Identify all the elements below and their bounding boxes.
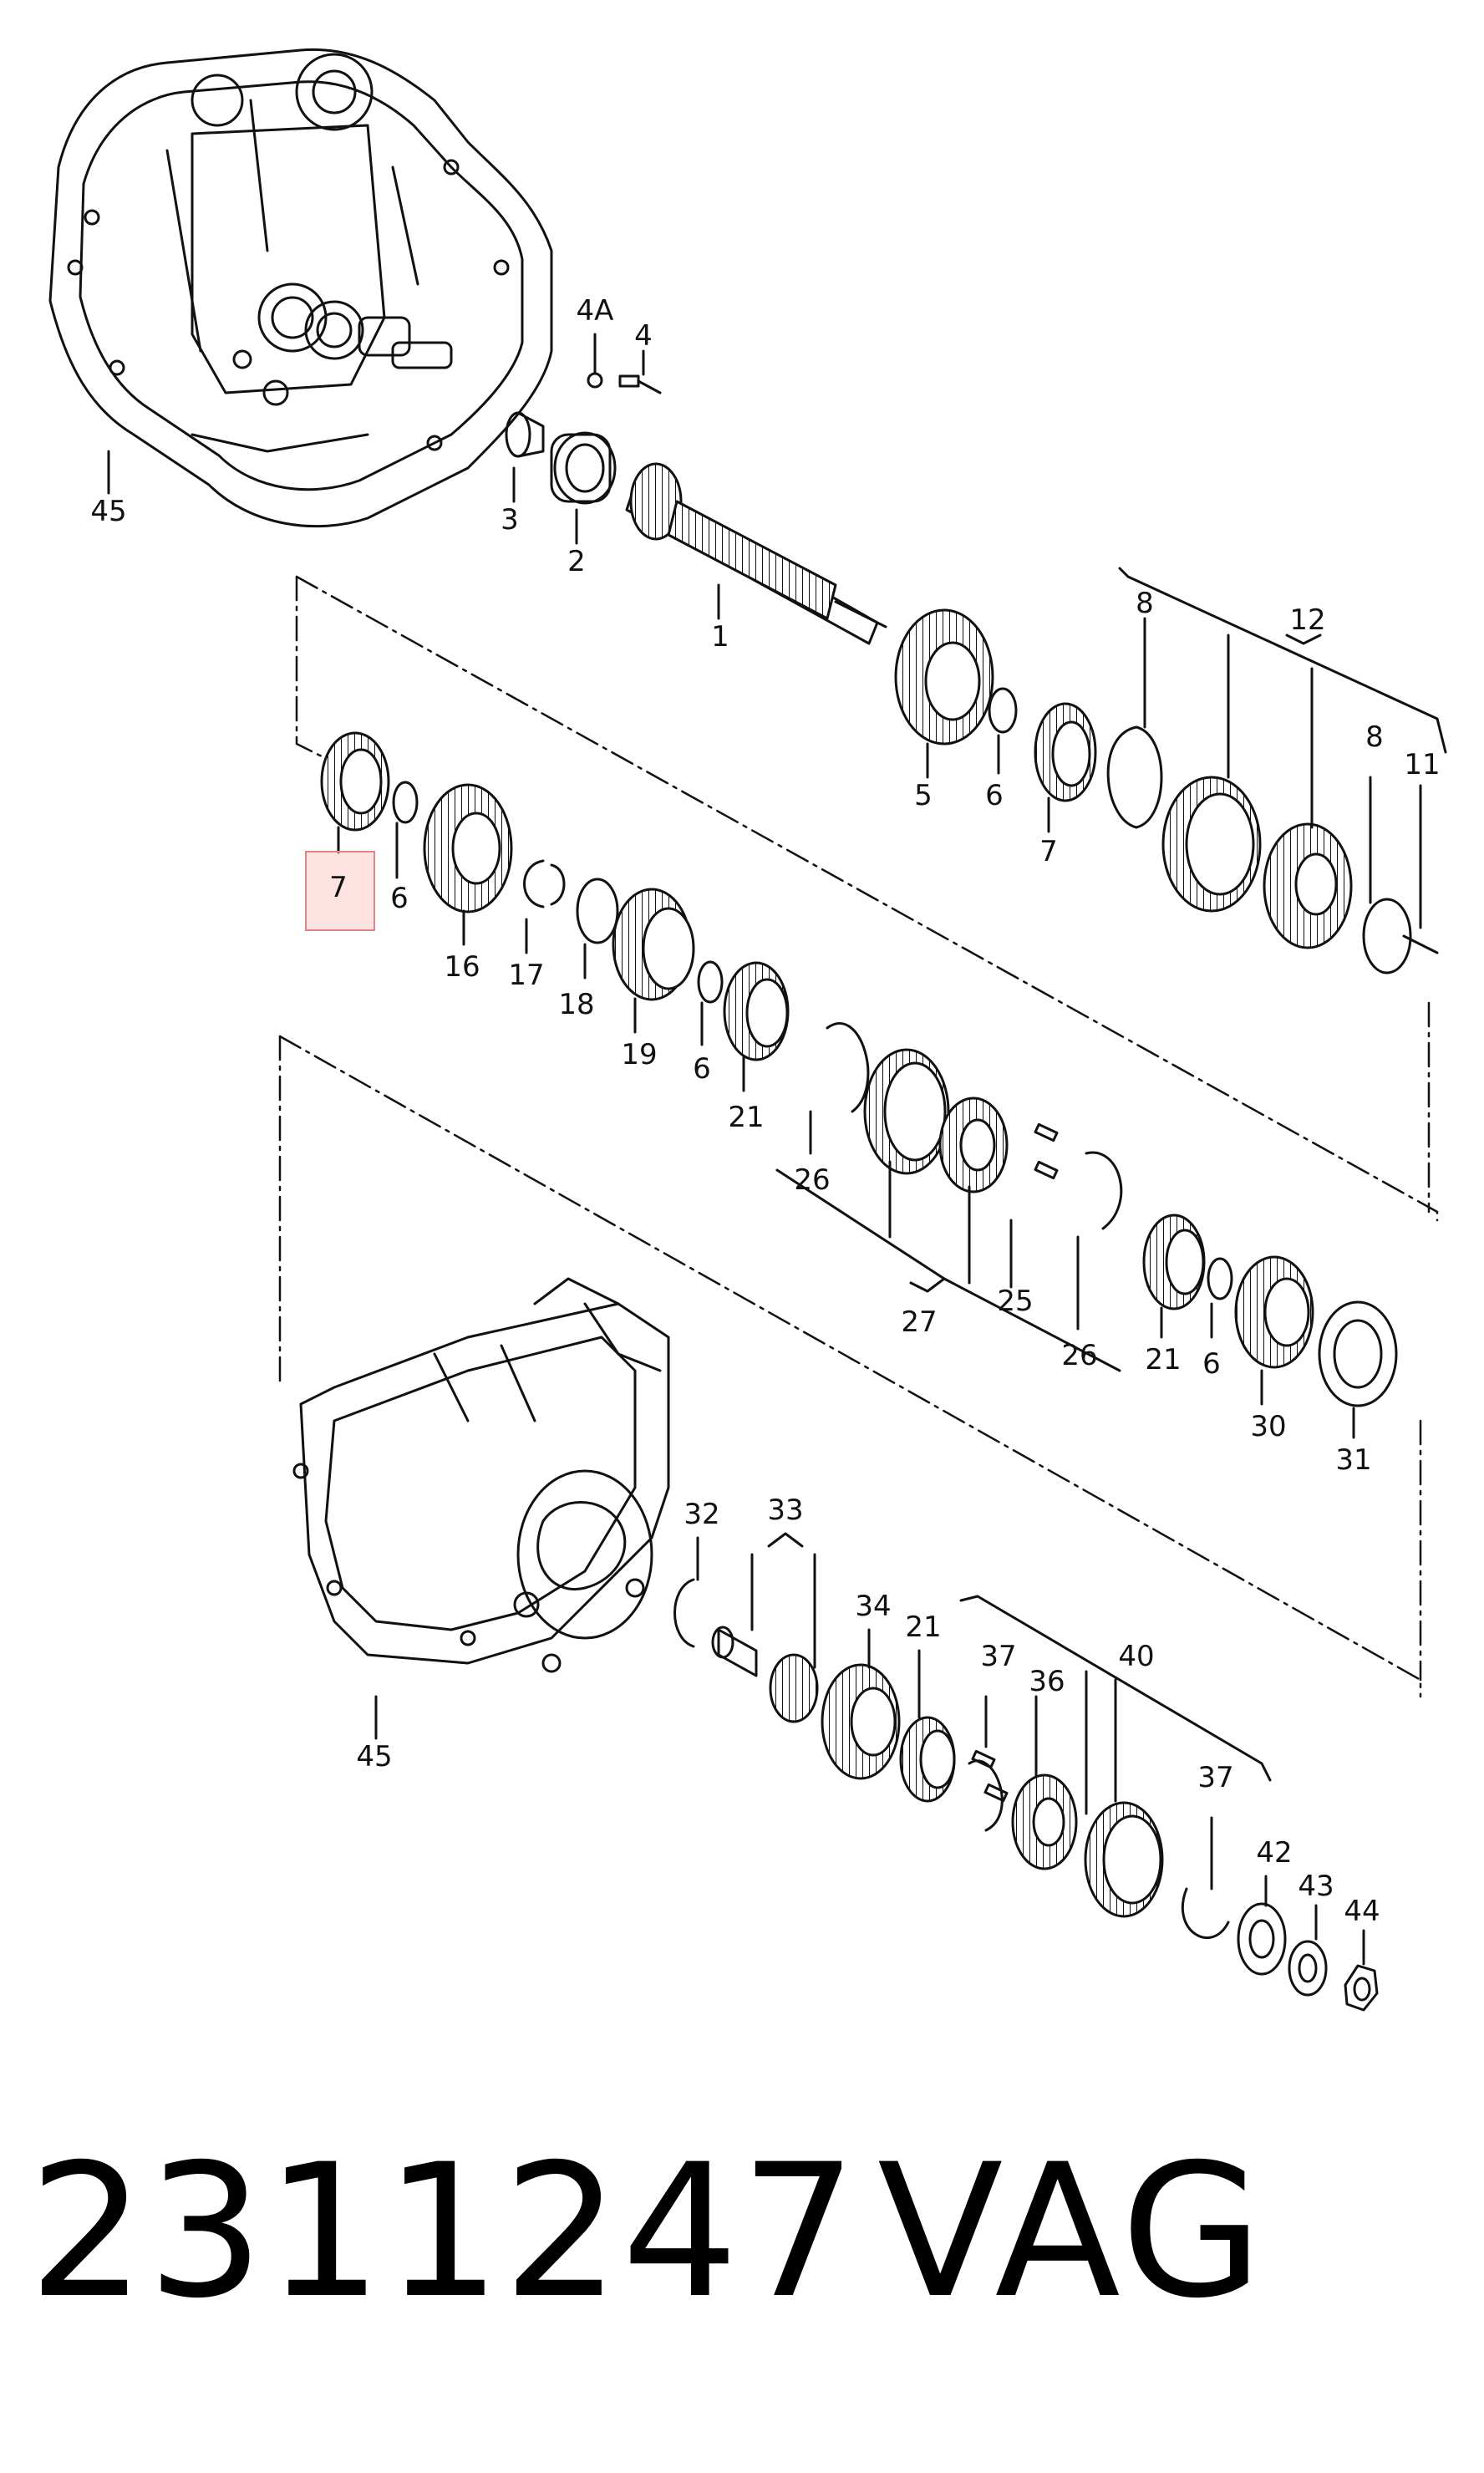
synchro-ring-21b (1142, 1214, 1206, 1339)
callout-31: 31 (1335, 1443, 1372, 1477)
callout-21-middle: 21 (728, 1101, 765, 1134)
callout-1: 1 (711, 620, 729, 654)
bearing-2 (550, 431, 617, 545)
clip-26b (1076, 1151, 1123, 1331)
callout-21-lower: 21 (905, 1611, 942, 1644)
lock-washer-42 (1237, 1875, 1287, 1976)
callout-12: 12 (1289, 603, 1326, 637)
hub-27 (938, 1097, 1009, 1193)
key-11 (1402, 934, 1439, 954)
gear-5 (894, 608, 994, 779)
synchro-ring-7b (1034, 702, 1097, 833)
needle-bearing-33 (769, 1653, 819, 1723)
callout-11: 11 (1404, 748, 1441, 781)
callout-5: 5 (914, 779, 933, 812)
hub-36 (1011, 1695, 1078, 1870)
callout-2: 2 (567, 545, 586, 578)
footer-caption: 2311247 VAG (0, 2140, 1484, 2340)
callout-45-lower: 45 (356, 1740, 393, 1773)
gearbox-housing-lower (292, 1277, 670, 1740)
diagram-drawing (48, 48, 1447, 2012)
circlip-32 (673, 1536, 699, 1648)
callout-8-upper: 8 (1136, 587, 1154, 620)
callout-25: 25 (997, 1285, 1034, 1318)
brand-name: VAG (877, 2124, 1267, 2338)
clip-37a (968, 1695, 1004, 1832)
callout-30: 30 (1250, 1410, 1287, 1443)
highlighted-part-box (305, 851, 375, 931)
callout-37-left: 37 (980, 1640, 1017, 1673)
callout-8-right: 8 (1365, 720, 1384, 754)
sleeve-12 (1161, 776, 1262, 913)
gear-30 (1234, 1255, 1314, 1406)
bearing-31 (1318, 1300, 1398, 1439)
callout-42: 42 (1256, 1836, 1293, 1870)
callout-6-middle: 6 (693, 1052, 711, 1086)
ring-6d (1207, 1257, 1233, 1339)
callout-4a: 4A (576, 294, 614, 328)
bolt-4 (618, 349, 662, 394)
gear-19 (612, 888, 695, 1034)
hub-12 (1263, 822, 1353, 949)
callout-17: 17 (508, 959, 545, 992)
callout-21-right: 21 (1145, 1343, 1182, 1376)
ring-6a (988, 687, 1018, 775)
ring-6b (392, 781, 419, 879)
callout-34: 34 (855, 1590, 892, 1623)
ring-6c (697, 960, 724, 1046)
circlip-17 (523, 859, 566, 954)
clip-37b (1181, 1816, 1230, 1939)
washer-43 (1288, 1904, 1328, 1997)
clip-26a (809, 1021, 870, 1155)
callout-37-right: 37 (1197, 1761, 1234, 1794)
callout-43: 43 (1298, 1870, 1334, 1903)
callout-36: 36 (1029, 1665, 1065, 1698)
ring-3 (505, 411, 545, 503)
synchro-ring-21a (723, 961, 790, 1092)
callout-7-highlighted: 7 (329, 871, 348, 904)
callout-6-right: 6 (1202, 1347, 1221, 1381)
callout-32: 32 (684, 1498, 720, 1531)
nut-44 (1344, 1929, 1379, 2012)
callout-6-left: 6 (390, 882, 409, 915)
assembly-boundary (278, 575, 1439, 1698)
callout-26-right: 26 (1061, 1339, 1098, 1372)
callout-26-left: 26 (794, 1163, 831, 1197)
bolt-4a (587, 349, 603, 389)
bushing-33 (711, 1626, 758, 1677)
ring-18 (576, 878, 619, 980)
clip-8a (1106, 725, 1163, 829)
sleeve-40 (1084, 1678, 1164, 1918)
gear-16 (423, 783, 513, 946)
exploded-gearbox-diagram: 4A 4 45 3 2 1 8 12 8 11 5 6 7 7 6 16 17 … (48, 48, 1447, 2012)
gearbox-housing-upper (48, 48, 553, 528)
input-shaft-1 (625, 462, 887, 645)
callout-3: 3 (501, 503, 519, 537)
callout-16: 16 (444, 950, 480, 984)
callout-40: 40 (1118, 1640, 1155, 1673)
callout-7-right: 7 (1039, 835, 1058, 868)
callout-33: 33 (767, 1493, 804, 1527)
callout-44: 44 (1344, 1895, 1380, 1928)
callout-4: 4 (634, 319, 653, 353)
sleeve-27 (863, 1048, 950, 1175)
gear-34 (821, 1628, 901, 1780)
synchro-ring-7a (320, 731, 390, 854)
synchro-ring-21c (899, 1649, 956, 1803)
callout-6-upper: 6 (985, 779, 1004, 812)
callout-27: 27 (901, 1305, 938, 1339)
callout-19: 19 (621, 1038, 658, 1071)
callout-18: 18 (558, 988, 595, 1021)
clip-8b (1362, 898, 1412, 974)
callout-45-upper: 45 (90, 495, 127, 528)
part-number: 2311247 (28, 2124, 859, 2338)
